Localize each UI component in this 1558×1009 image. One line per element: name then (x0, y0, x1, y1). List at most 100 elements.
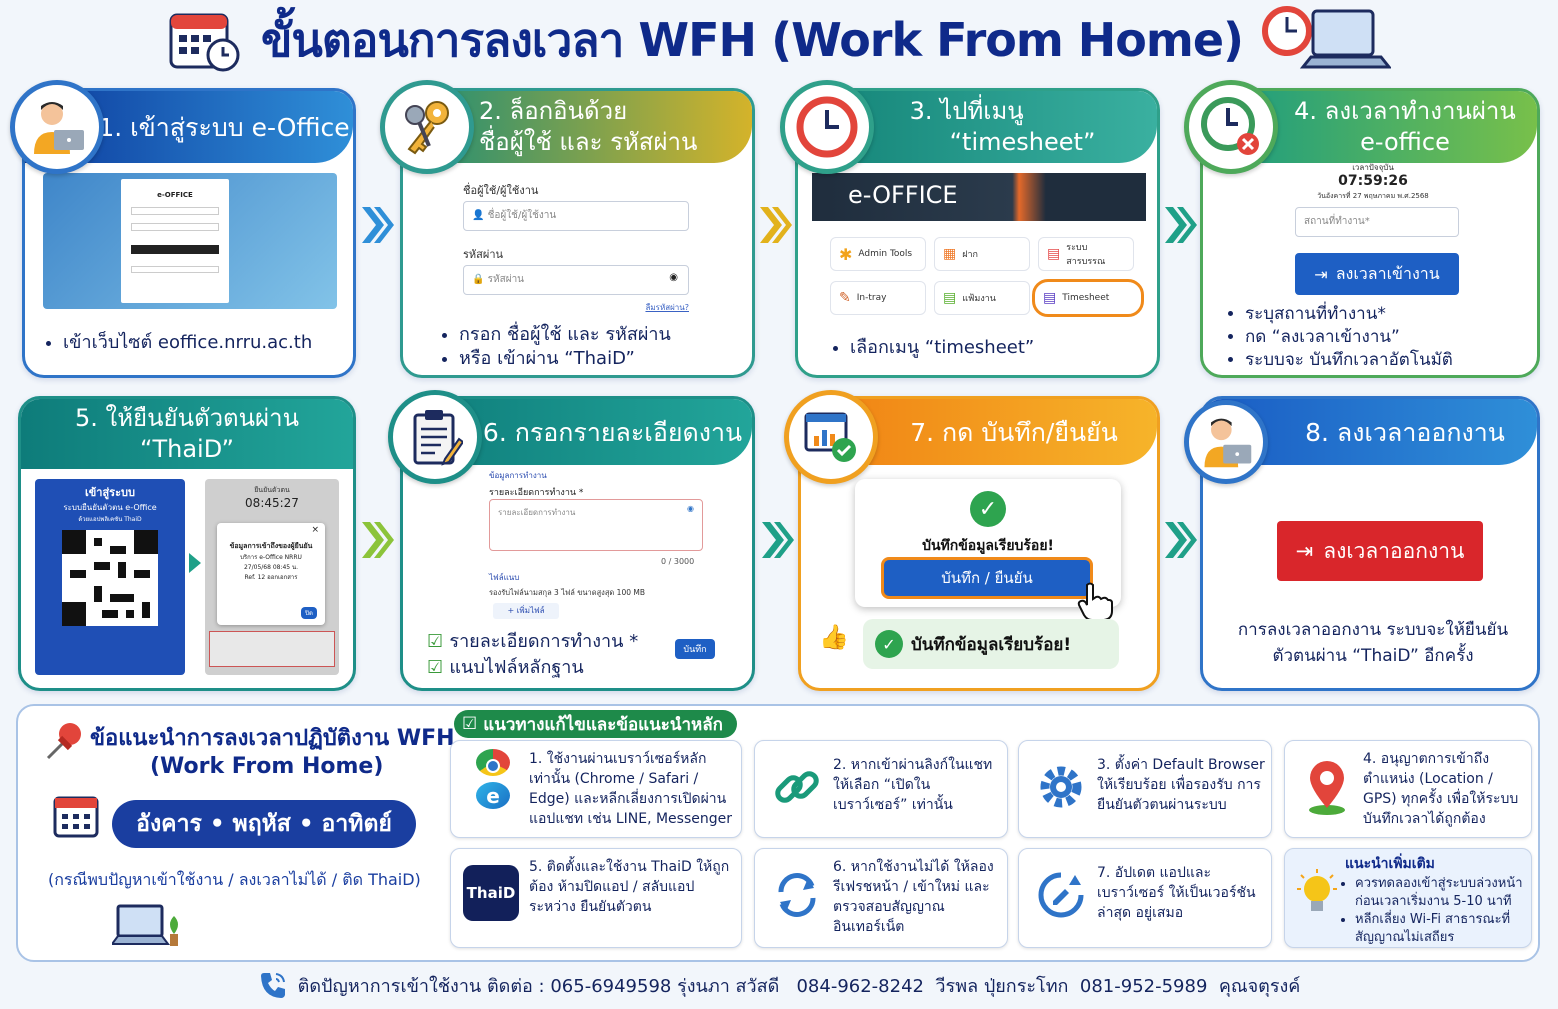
step-2-title-line1: 2. ล็อกอินด้วย (479, 97, 628, 125)
step-2-bullets: กรอก ชื่อผู้ใช้ และ รหัสผ่าน หรือ เข้าผ่… (437, 323, 671, 371)
tip-text-3: 3. ตั้งค่า Default Browser ให้เรียบร้อย … (1097, 757, 1265, 813)
step-6-card: 6. กรอกรายละเอียดงาน ข้อมูลการทำงาน รายล… (400, 396, 755, 691)
timesheet-icon: ▤ (1043, 290, 1057, 306)
close-icon[interactable]: × (311, 525, 319, 535)
user-laptop-icon (1204, 418, 1252, 468)
check-item-1-label: รายละเอียดการทำงาน * (449, 631, 639, 652)
keys-icon (405, 101, 449, 155)
username-input[interactable]: 👤 ชื่อผู้ใช้/ผู้ใช้งาน (463, 201, 689, 231)
tip-text-1: 1. ใช้งานผ่านเบราว์เซอร์หลักเท่านั้น (Ch… (529, 751, 732, 827)
check-out-button[interactable]: ⇥ลงเวลาออกงาน (1277, 521, 1483, 581)
tile-in-tray[interactable]: ✎In-tray (830, 281, 926, 315)
location-pin-icon (1297, 757, 1357, 817)
confirm-save-button[interactable]: บันทึก / ยืนยัน (881, 557, 1093, 599)
edge-icon: e (476, 782, 510, 809)
user-laptop-icon (34, 102, 84, 154)
step-4-bullet-3: ระบบจะ บันทึกเวลาอัตโนมัติ (1245, 349, 1453, 372)
tip-text-4: 4. อนุญาตการเข้าถึง ตำแหน่ง (Location / … (1363, 751, 1519, 827)
arrow-right-icon (362, 522, 394, 558)
attach-label: ไฟล์แนบ (489, 573, 520, 582)
attach-hint: รองรับไฟล์นามสกุล 3 ไฟล์ ขนาดสูงสุด 100 … (489, 588, 645, 597)
tip-card-7: 7. อัปเดต แอปและเบราว์เซอร์ ให้เป็นเวอร์… (1018, 848, 1272, 948)
step-1-badge (10, 80, 104, 174)
thumbs-up-icon: 👍 (819, 623, 849, 651)
tile-folder[interactable]: ▤แฟ้มงาน (934, 281, 1030, 315)
tip-card-5: ThaiD 5. ติดตั้งและใช้งาน ThaiD ให้ถูกต้… (450, 848, 742, 948)
username-placeholder: ชื่อผู้ใช้/ผู้ใช้งาน (487, 210, 557, 221)
password-input[interactable]: 🔒 รหัสผ่าน◉ (463, 265, 689, 295)
thaid-login-title: เข้าสู่ระบบ (85, 486, 135, 499)
chrome-icon (476, 749, 510, 776)
arrow-right-icon (1165, 207, 1197, 243)
step-8-title: 8. ลงเวลาออกงาน (1305, 417, 1505, 447)
step-7-badge (784, 390, 878, 484)
form-section-title: ข้อมูลการทำงาน (489, 471, 547, 480)
thaid-consent-popup: × ข้อมูลการเข้าถึงของผู้ยืนยัน บริการ e-… (217, 523, 325, 625)
step-3-bullet: เลือกเมนู “timesheet” (850, 336, 1034, 360)
lock-icon: 🔒 (472, 274, 488, 285)
gear-icon (1031, 757, 1091, 817)
advice-panel: ข้อแนะนำการลงเวลาปฏิบัติงาน WFH (Work Fr… (16, 704, 1540, 962)
checkbox-checked-icon: ☑ (427, 631, 450, 652)
clock-icon (796, 96, 858, 158)
step-2-title-line2: ชื่อผู้ใช้ และ รหัสผ่าน (479, 128, 698, 156)
step-6-badge (388, 390, 482, 484)
success-toast: ✓ บันทึกข้อมูลเรียบร้อย! (863, 619, 1119, 669)
step-1-bullet: เข้าเว็บไซต์ eoffice.nrru.ac.th (63, 331, 312, 355)
step-3-menu-screenshot: e-OFFICE ✱ Admin Tools ▦ฝาก ▤ระบบ สารบรรณ… (812, 173, 1146, 323)
calendar-icon (53, 796, 99, 838)
phone-time: 08:45:27 (245, 496, 299, 510)
more-tips-card: แนะนำเพิ่มเติม ควรทดลองเข้าสู่ระบบล่วงหน… (1284, 848, 1532, 948)
advice-title-line2: (Work From Home) (150, 754, 384, 779)
tip-text-2: 2. หากเข้าผ่านลิงก์ในแชท ให้เลือก “เปิดใ… (833, 757, 993, 813)
save-button[interactable]: บันทึก (675, 639, 715, 659)
step-2-card: 2. ล็อกอินด้วยชื่อผู้ใช้ และ รหัสผ่าน ชื… (400, 88, 755, 378)
check-in-button-label: ลงเวลาเข้างาน (1335, 263, 1440, 283)
check-in-button[interactable]: ⇥ลงเวลาเข้างาน (1295, 253, 1459, 295)
thaid-logo-text: ThaiD (466, 884, 516, 902)
qr-code-icon[interactable] (62, 530, 158, 626)
arrow-right-icon (762, 522, 794, 558)
current-time-label: เวลาปัจจุบัน (1352, 163, 1394, 172)
tile-deposit[interactable]: ▦ฝาก (934, 237, 1030, 271)
step-5-title-line2: “ThaiD” (140, 435, 234, 463)
current-date: วันอังคารที่ 27 พฤษภาคม พ.ศ.2568 (1317, 192, 1429, 200)
clipboard-icon (413, 410, 463, 466)
pushpin-icon (46, 723, 81, 760)
forgot-password-link[interactable]: ลืมรหัสผ่าน? (645, 303, 689, 312)
popup-title: ข้อมูลการเข้าถึงของผู้ยืนยัน (229, 542, 313, 550)
advice-days-badge: อังคาร • พฤหัส • อาทิตย์ (112, 800, 416, 848)
tile-saraban[interactable]: ▤ระบบ สารบรรณ (1038, 237, 1134, 271)
check-circle-icon: ✓ (875, 630, 903, 658)
advice-title-line1: ข้อแนะนำการลงเวลาปฏิบัติงาน WFH (90, 726, 455, 751)
tile-admin-tools-label: Admin Tools (858, 249, 913, 259)
admin-tools-icon: ✱ (839, 244, 853, 264)
check-item-2-label: แนบไฟล์หลักฐาน (449, 657, 584, 678)
work-place-placeholder: สถานที่ทำงาน* (1304, 216, 1370, 227)
add-file-button[interactable]: + เพิ่มไฟล์ (493, 603, 559, 619)
tip-text-7: 7. อัปเดต แอปและเบราว์เซอร์ ให้เป็นเวอร์… (1097, 865, 1256, 921)
in-tray-icon: ✎ (839, 290, 851, 306)
checkbox-checked-icon: ☑ (427, 657, 450, 678)
popup-line-1: บริการ e-Office NRRU (240, 554, 302, 561)
eoffice-banner-title: e-OFFICE (848, 181, 958, 209)
title-bar: ขั้นตอนการลงเวลา WFH (Work From Home) (0, 0, 1558, 80)
hand-pointer-icon (1077, 582, 1113, 621)
detail-textarea[interactable]: รายละเอียดการทำงาน◉ (489, 499, 703, 551)
tip-card-4: 4. อนุญาตการเข้าถึง ตำแหน่ง (Location / … (1284, 740, 1532, 838)
tile-timesheet[interactable]: ▤Timesheet (1032, 279, 1144, 317)
step-5-card: 5. ให้ยืนยันตัวตนผ่าน“ThaiD” เข้าสู่ระบบ… (18, 396, 356, 691)
check-circle-icon: ✓ (970, 491, 1006, 527)
tip-card-6: 6. หากใช้งานไม่ได้ ให้ลอง รีเฟรชหน้า / เ… (754, 848, 1008, 948)
step-2-login-form: ชื่อผู้ใช้/ผู้ใช้งาน 👤 ชื่อผู้ใช้/ผู้ใช้… (443, 173, 703, 323)
phone-verify-label: ยืนยันตัวตน (254, 486, 290, 494)
tile-admin-tools[interactable]: ✱ Admin Tools (830, 237, 926, 271)
work-place-input[interactable]: สถานที่ทำงาน* (1295, 207, 1459, 237)
step-8-note-line1: การลงเวลาออกงาน ระบบจะให้ยืนยัน (1237, 620, 1509, 640)
step-5-header: 5. ให้ยืนยันตัวตนผ่าน“ThaiD” (21, 399, 353, 469)
thaid-login-panel: เข้าสู่ระบบ ระบบยืนยันตัวตน e-Office ด้ว… (35, 479, 185, 675)
arrow-right-icon (362, 207, 394, 243)
eye-off-icon[interactable]: ◉ (669, 272, 678, 283)
popup-ok-button[interactable]: ปิด (301, 607, 317, 619)
step-4-badge (1184, 80, 1278, 174)
